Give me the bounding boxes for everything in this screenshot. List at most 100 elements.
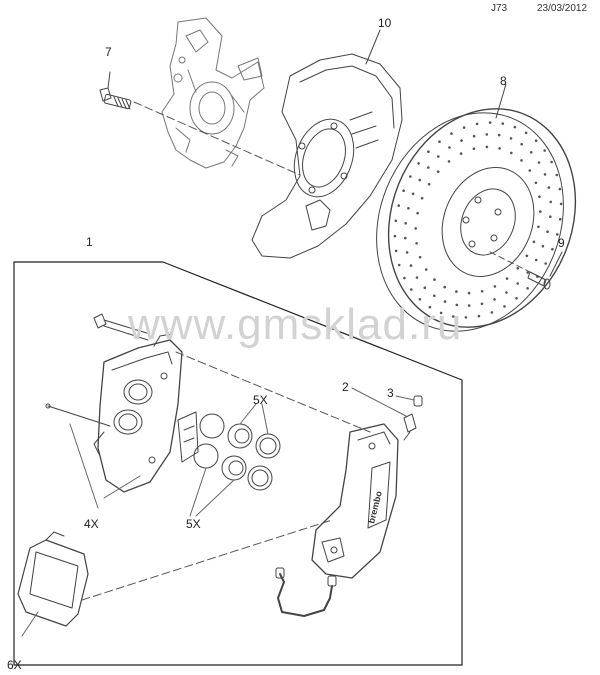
- bleeder-cap-3: [396, 396, 422, 406]
- rotor-drill-hole: [534, 258, 538, 262]
- rotor-drill-hole: [423, 286, 427, 290]
- rotor-drill-hole: [534, 139, 538, 142]
- watermark-text: www.gmsklad.ru: [128, 300, 463, 349]
- rotor-drill-hole: [505, 277, 509, 280]
- rotor-drill-hole: [555, 173, 559, 177]
- rotor-drill-hole: [467, 291, 471, 295]
- rotor-drill-hole: [539, 210, 542, 213]
- rotor-drill-hole: [532, 240, 536, 244]
- rotor-drill-hole: [485, 133, 489, 136]
- brake-hose: [276, 568, 336, 616]
- rotor-drill-hole: [526, 287, 529, 290]
- rotor-drill-hole: [448, 146, 451, 149]
- rotor-drill-hole: [475, 122, 479, 126]
- rotor-drill-hole: [493, 285, 497, 288]
- rotor-drill-hole: [526, 271, 529, 274]
- callout-10: 10: [378, 16, 392, 30]
- rotor-drill-hole: [437, 155, 440, 158]
- rotor-drill-hole: [416, 211, 419, 215]
- rotor-drill-hole: [510, 151, 513, 155]
- rotor-drill-hole: [541, 244, 545, 248]
- callout-1: 1: [86, 235, 93, 249]
- rotor-drill-hole: [515, 297, 518, 300]
- rotor-drill-hole: [488, 121, 492, 124]
- rotor-drill-hole: [460, 139, 463, 142]
- rotor-drill-holes: [393, 121, 563, 319]
- rotor-drill-hole: [550, 160, 553, 164]
- rotor-drill-hole: [543, 173, 547, 176]
- rotor-drill-hole: [497, 133, 501, 137]
- rotor-drill-hole: [505, 291, 508, 294]
- callout-4x: 4X: [84, 517, 99, 531]
- rotor-drill-hole: [525, 254, 529, 258]
- rotor-drill-hole: [420, 196, 424, 200]
- rotor-drill-hole: [537, 225, 540, 229]
- callout-9: 9: [558, 236, 565, 250]
- rotor-drill-hole: [427, 150, 430, 153]
- rotor-drill-hole: [543, 149, 546, 152]
- rotor-drill-hole: [451, 315, 455, 318]
- rotor-drill-hole: [544, 262, 547, 265]
- callout-5x-top: 5X: [253, 393, 268, 407]
- rotor-drill-hole: [402, 189, 405, 192]
- rotor-drill-hole: [559, 202, 563, 206]
- rotor-drill-hole: [417, 162, 420, 165]
- rotor-drill-hole: [418, 178, 422, 182]
- rotor-drill-hole: [427, 182, 431, 186]
- rotor-drill-hole: [516, 282, 519, 285]
- caliper-housing: [94, 334, 182, 492]
- rotor-drill-hole: [415, 242, 418, 245]
- caliper-axis-line: [175, 351, 371, 433]
- rotor-drill-hole: [404, 222, 408, 225]
- anti-rattle-clip: [178, 412, 198, 462]
- rotor-drill-hole: [414, 227, 418, 230]
- rotor-drill-hole: [393, 234, 397, 238]
- rotor-drill-hole: [547, 186, 551, 189]
- rotor-drill-hole: [447, 160, 451, 163]
- rotor-drill-hole: [443, 285, 447, 289]
- rotor-drill-hole: [498, 147, 501, 150]
- rotor-drill-hole: [455, 303, 459, 307]
- rotor-drill-hole: [394, 249, 398, 253]
- rotor-drill-hole: [428, 305, 432, 309]
- rotor-drill-hole: [524, 131, 528, 135]
- rotor-drill-hole: [397, 204, 401, 207]
- rotor-drill-hole: [503, 305, 506, 308]
- rotor-drill-hole: [528, 169, 532, 172]
- callout-6x: 6X: [7, 658, 22, 672]
- diagram-date: 23/03/2012: [537, 3, 588, 14]
- bolt-7: [100, 72, 131, 109]
- rotor-drill-hole: [459, 152, 463, 155]
- rotor-screw-9: [490, 252, 562, 289]
- rotor-drill-hole: [546, 230, 549, 233]
- rotor-drill-hole: [439, 311, 443, 315]
- rotor-drill-hole: [410, 288, 413, 291]
- rotor-drill-hole: [409, 264, 413, 267]
- rotor-drill-hole: [520, 159, 523, 162]
- rotor-drill-hole: [433, 294, 436, 298]
- callout-7: 7: [105, 45, 112, 59]
- caliper-bolt: [94, 314, 150, 340]
- rotor-drill-hole: [443, 300, 447, 303]
- rotor-drill-hole: [501, 122, 505, 125]
- rotor-drill-hole: [537, 161, 541, 164]
- pad-axis-line: [81, 519, 333, 601]
- rotor-drill-hole: [549, 215, 552, 218]
- rotor-drill-hole: [405, 251, 409, 254]
- bolt-axis-line: [133, 101, 301, 176]
- callout-2: 2: [342, 380, 349, 394]
- rotor-drill-hole: [404, 236, 407, 240]
- rotor-drill-hole: [480, 302, 484, 306]
- rotor-drill-hole: [455, 290, 458, 293]
- brake-pads-6x: [18, 532, 88, 636]
- rotor-drill-hole: [520, 142, 523, 146]
- rotor-drill-hole: [549, 200, 552, 204]
- rotor-drill-hole: [493, 298, 496, 301]
- rotor-drill-hole: [418, 298, 422, 301]
- rotor-drill-hole: [480, 290, 484, 293]
- diagram-code: J73: [491, 3, 508, 14]
- rotor-drill-hole: [438, 140, 441, 143]
- bleeder-valve-2: [352, 388, 416, 440]
- brake-dust-shield-10: [252, 30, 402, 258]
